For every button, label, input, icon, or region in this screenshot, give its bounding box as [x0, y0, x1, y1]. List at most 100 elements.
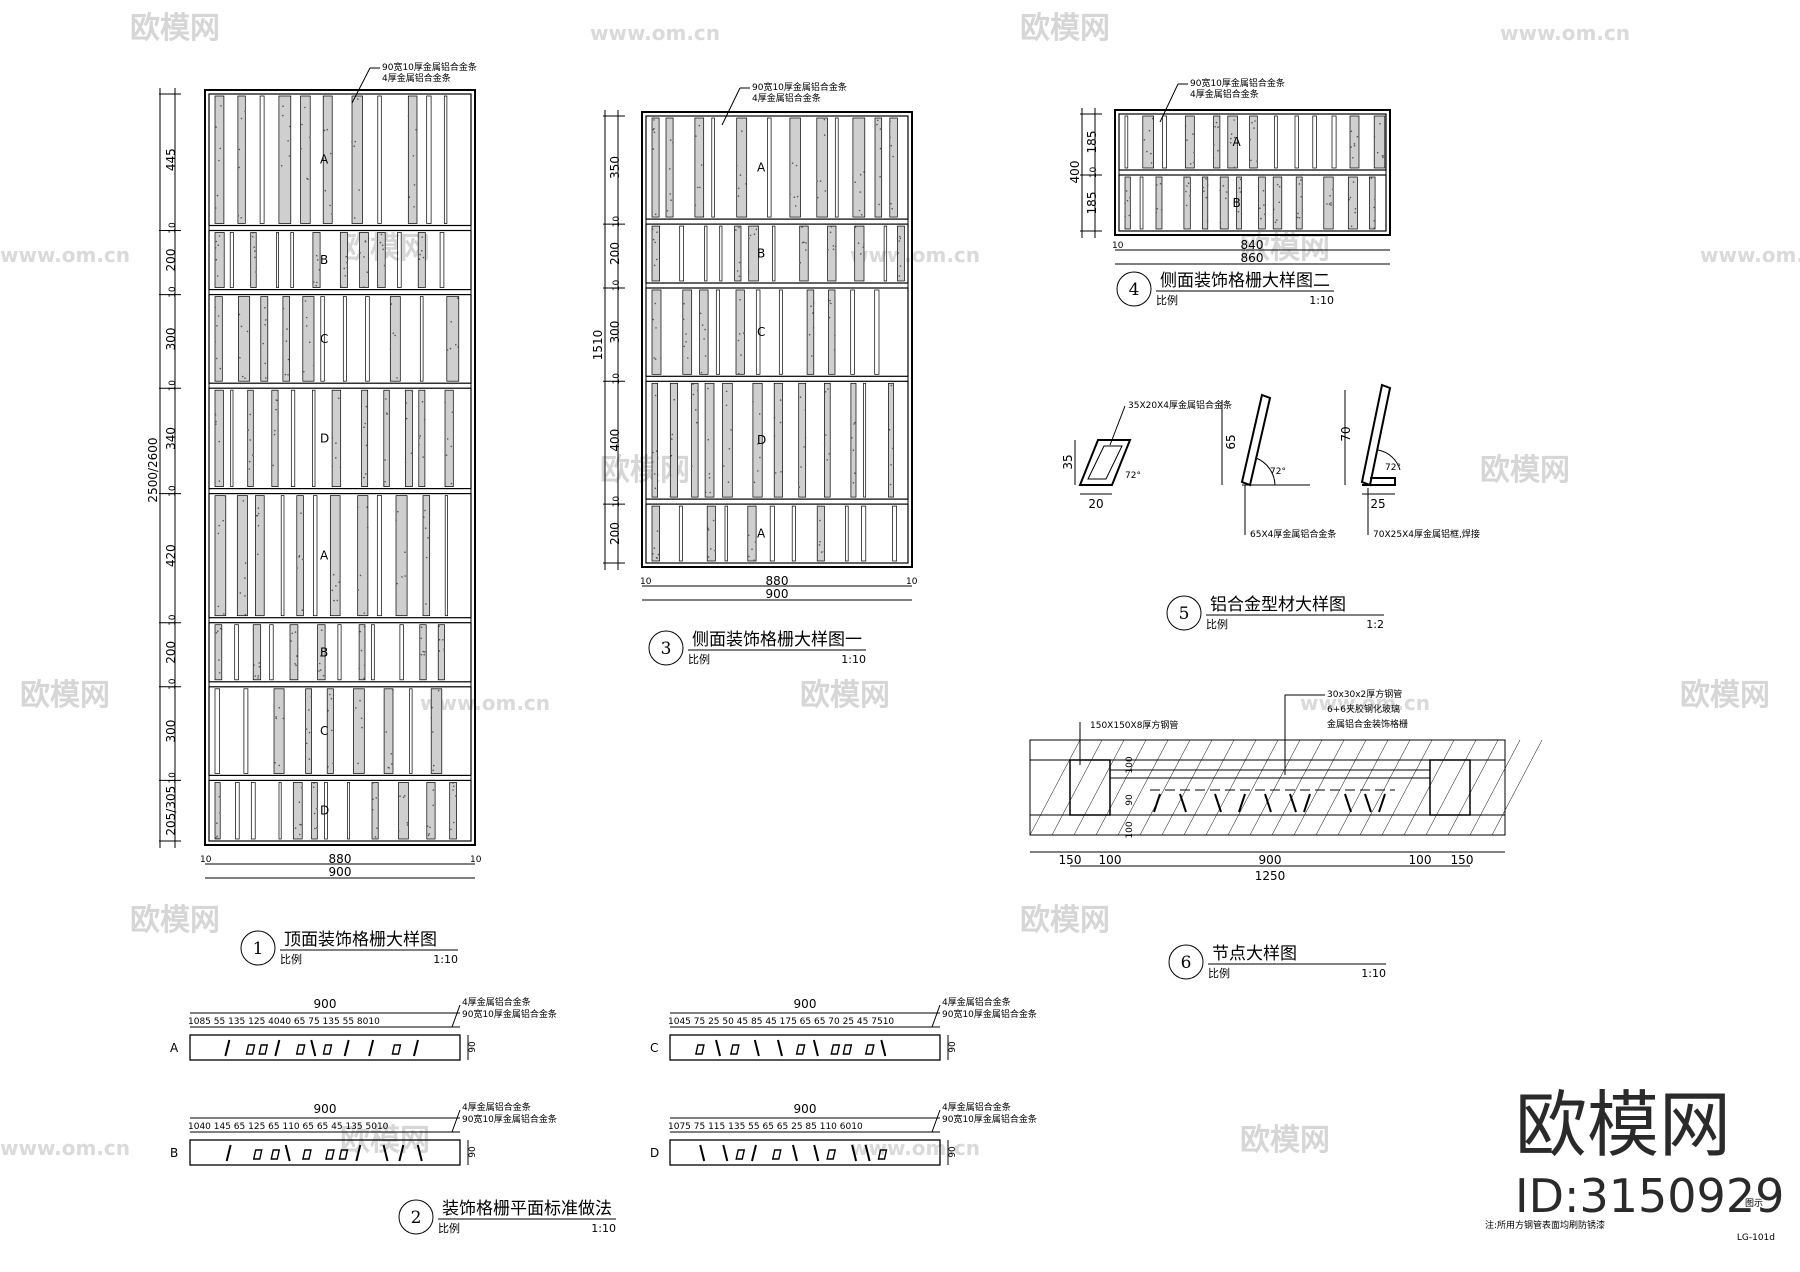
slat-texture — [366, 526, 369, 529]
view-scale-label: 比例 — [1156, 293, 1178, 307]
slat-texture — [853, 423, 855, 425]
slat-texture — [223, 613, 225, 615]
slat-texture — [1205, 178, 1207, 180]
slat-texture — [1192, 133, 1194, 135]
slat-texture — [1186, 139, 1188, 141]
slat-texture — [1249, 138, 1251, 141]
view-scale-label: 比例 — [1208, 966, 1230, 980]
slat-texture — [422, 650, 425, 653]
slat-texture — [859, 173, 862, 176]
slat-texture — [685, 341, 687, 343]
grille-thin-slat — [214, 688, 220, 774]
plan-slat — [274, 1039, 281, 1057]
slat-texture — [779, 421, 782, 424]
slat-texture — [218, 159, 220, 162]
slat-texture — [215, 126, 217, 128]
slat-texture — [274, 429, 276, 432]
slat-texture — [827, 388, 829, 390]
view-1-callout-leader — [351, 67, 371, 104]
grille-thin-slat — [243, 688, 249, 774]
slat-texture — [1219, 221, 1222, 224]
slat-texture — [246, 330, 249, 333]
plan-strip-height: 90 — [948, 1041, 958, 1053]
slat-texture — [316, 259, 319, 261]
grille-thin-slat — [439, 232, 445, 288]
slat-texture — [253, 246, 256, 248]
grille-slat — [260, 296, 269, 382]
grille-slat — [1258, 176, 1266, 230]
slat-texture — [1273, 208, 1275, 211]
slat-texture — [1156, 184, 1158, 186]
grille-slat — [214, 232, 225, 288]
slat-texture — [452, 782, 454, 784]
grille-slat — [699, 289, 709, 375]
hatch-line — [1469, 739, 1521, 836]
grille-slat — [214, 624, 223, 681]
slat-texture — [239, 357, 241, 359]
grille-slat — [305, 688, 312, 774]
slat-texture — [413, 206, 415, 208]
row-sep-dim: 10 — [168, 485, 178, 497]
slat-texture — [387, 766, 390, 769]
slat-texture — [316, 281, 318, 284]
slat-texture — [656, 231, 658, 233]
plan-callout-90: 90宽10厚金属铝合金条 — [942, 1113, 1037, 1125]
grille-slat — [1323, 176, 1334, 230]
slat-texture — [308, 341, 311, 344]
slat-texture — [345, 255, 348, 258]
grille-thin-slat — [767, 117, 772, 218]
slat-texture — [432, 764, 435, 767]
slat-texture — [397, 830, 400, 832]
slat-texture — [217, 315, 220, 317]
slat-texture — [816, 196, 819, 199]
slat-texture — [253, 664, 255, 666]
slat-texture — [265, 319, 267, 321]
slat-texture — [357, 762, 359, 765]
grille-slat — [395, 495, 408, 617]
watermark-url: www.om.cn — [0, 243, 130, 267]
slat-texture — [346, 261, 348, 264]
node-slat — [1303, 793, 1311, 813]
slat-texture — [275, 716, 277, 718]
view-1-row-dims: 445200103001034010420102001030010205/305… — [159, 93, 181, 842]
node-right-post — [1429, 759, 1471, 816]
slat-texture — [1331, 188, 1334, 191]
profile-65x4 — [1240, 393, 1272, 487]
slat-texture — [437, 689, 440, 692]
node-slat — [1364, 793, 1372, 813]
slat-texture — [707, 438, 710, 441]
slat-texture — [898, 275, 901, 277]
slat-texture — [288, 155, 291, 157]
grille-row-frame — [208, 493, 472, 619]
slat-texture — [862, 225, 865, 227]
hatch-line — [1315, 739, 1367, 836]
hatch-line — [1183, 739, 1235, 836]
grille-slat — [383, 389, 390, 487]
view-1-sep-left: 10 — [200, 855, 212, 865]
row-sep-dim: 10 — [168, 286, 178, 298]
plan-slat — [398, 1144, 405, 1162]
slat-texture — [730, 429, 732, 431]
slat-texture — [284, 373, 287, 376]
slat-texture — [248, 468, 251, 470]
grille-row-label: D — [320, 804, 329, 818]
grille-thin-slat — [719, 225, 723, 282]
slat-texture — [820, 551, 823, 553]
slat-texture — [826, 459, 829, 461]
hatch-line — [1491, 739, 1543, 836]
slat-texture — [1148, 129, 1151, 132]
plan-slat — [812, 1039, 819, 1057]
slat-texture — [1225, 197, 1227, 200]
grille-row-label: A — [757, 161, 766, 175]
slat-texture — [799, 396, 802, 399]
plan-slat-box — [695, 1044, 705, 1055]
slat-texture — [312, 364, 315, 367]
slat-texture — [301, 786, 303, 789]
grille-row-label: C — [757, 325, 765, 339]
grille-slat — [651, 505, 660, 562]
slat-texture — [218, 795, 221, 798]
slat-texture — [285, 340, 288, 343]
slat-texture — [331, 465, 334, 467]
